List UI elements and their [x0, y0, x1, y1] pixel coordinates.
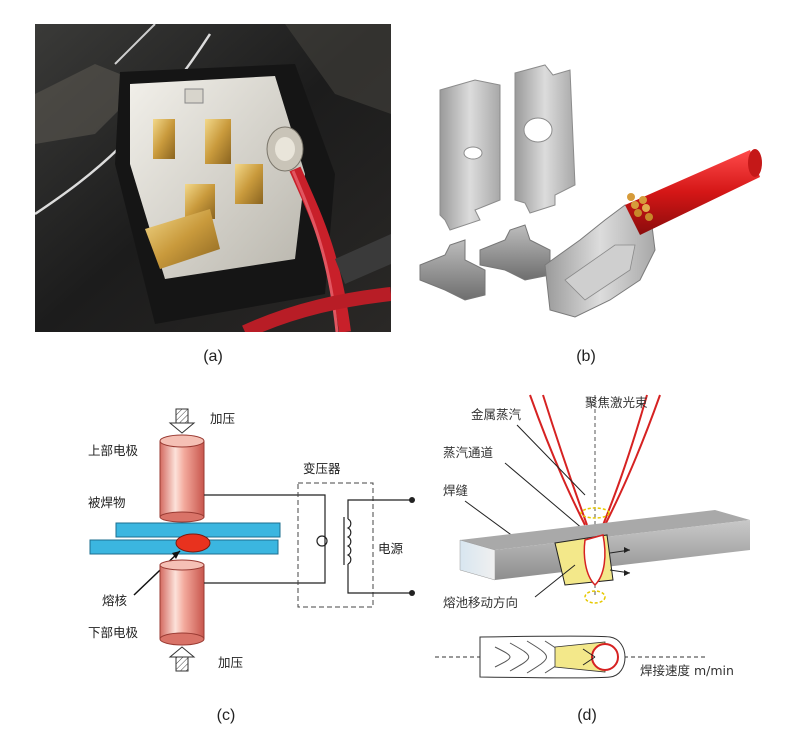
- label-nugget: 熔核: [102, 593, 128, 608]
- caption-a: (a): [203, 348, 223, 365]
- top-view-weld: [435, 635, 705, 679]
- caption-b: (b): [576, 348, 596, 365]
- pool-direction-pointer: [534, 564, 576, 598]
- laser-welding-diagram-d: 聚焦激光束 金属蒸汽 蒸汽通道 焊缝 熔池移动方向: [435, 385, 770, 690]
- photo-connector-a: [34, 23, 392, 339]
- caption-c: (c): [216, 707, 236, 724]
- terminal-top: [409, 497, 415, 503]
- laser-beam-lines: [529, 394, 661, 526]
- connector-photo-illustration: [34, 23, 392, 339]
- lower-electrode: [159, 559, 205, 646]
- circuit-wires: [204, 494, 326, 584]
- workpiece-plate: [459, 510, 750, 581]
- terminal-bottom: [409, 590, 415, 596]
- label-lower-electrode: 下部电极: [88, 625, 139, 640]
- weld-nugget: [175, 533, 211, 553]
- top-pressure-arrow: [168, 408, 196, 434]
- transformer-coils: [316, 499, 410, 594]
- keyhole-and-pool: [554, 507, 631, 604]
- label-workpiece: 被焊物: [88, 495, 126, 510]
- label-welding-speed: 焊接速度 m/min: [640, 663, 734, 678]
- label-weld-seam: 焊缝: [443, 483, 468, 498]
- spot-welding-diagram-c: 加压 上部电极 被焊物 熔核 下部电极 加压: [60, 395, 440, 685]
- label-pressure-top: 加压: [210, 411, 235, 426]
- nugget-pointer: [133, 550, 181, 596]
- channel-pointer: [504, 462, 591, 536]
- upper-electrode: [159, 434, 205, 523]
- label-vapor-channel: 蒸汽通道: [443, 445, 494, 460]
- caption-d: (d): [577, 707, 597, 724]
- transformer-box: [297, 482, 374, 608]
- laser-welding-svg: 聚焦激光束 金属蒸汽 蒸汽通道 焊缝 熔池移动方向: [435, 394, 750, 679]
- label-pressure-bottom: 加压: [218, 655, 243, 670]
- terminals-illustration: [419, 64, 762, 318]
- label-laser-beam: 聚焦激光束: [585, 395, 648, 410]
- terminal-render-b: [405, 55, 770, 325]
- label-transformer: 变压器: [303, 461, 341, 476]
- spot-welding-svg: 加压 上部电极 被焊物 熔核 下部电极 加压: [88, 408, 415, 672]
- label-pool-direction: 熔池移动方向: [443, 595, 518, 610]
- label-metal-vapor: 金属蒸汽: [471, 407, 522, 422]
- label-power-supply: 电源: [378, 541, 404, 556]
- bottom-pressure-arrow: [168, 646, 196, 672]
- vapor-pointer: [516, 424, 586, 496]
- label-upper-electrode: 上部电极: [88, 443, 139, 458]
